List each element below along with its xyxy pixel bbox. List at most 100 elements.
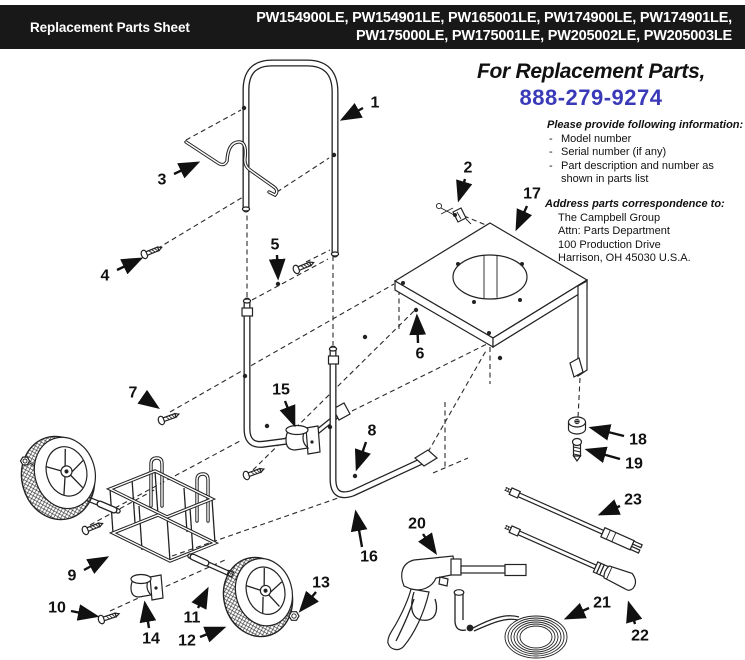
provide-item: - Model number bbox=[549, 132, 632, 145]
part-pin-clip bbox=[435, 202, 472, 225]
part-axle-left bbox=[85, 496, 121, 514]
callout-label: 18 bbox=[629, 432, 647, 449]
callout-3: 3 bbox=[158, 161, 201, 189]
part-wheel-left bbox=[20, 435, 96, 521]
callout-label: 23 bbox=[624, 492, 642, 509]
screw-5 bbox=[291, 257, 316, 276]
callout-label: 19 bbox=[625, 456, 643, 473]
callout-5: 5 bbox=[268, 237, 286, 281]
sheet-title: Replacement Parts Sheet bbox=[30, 19, 190, 35]
part-screw-19 bbox=[571, 437, 583, 463]
screw-4 bbox=[139, 242, 164, 261]
part-clamp-15 bbox=[285, 424, 321, 455]
callout-label: 20 bbox=[408, 516, 426, 533]
callout-arrow bbox=[83, 556, 110, 574]
provide-item: - Part description and number as shown i… bbox=[549, 159, 714, 186]
callout-label: 8 bbox=[368, 423, 377, 440]
part-hose bbox=[453, 589, 568, 659]
callout-17: 17 bbox=[515, 186, 541, 232]
part-wand-23 bbox=[504, 486, 643, 554]
part-nut-left bbox=[19, 456, 31, 466]
callout-19: 19 bbox=[584, 446, 643, 473]
callout-2: 2 bbox=[456, 160, 473, 203]
callout-label: 3 bbox=[158, 172, 167, 189]
callout-arrow bbox=[588, 424, 625, 441]
callout-20: 20 bbox=[408, 516, 437, 555]
callout-label: 21 bbox=[593, 595, 611, 612]
callout-arrow bbox=[597, 499, 621, 516]
callout-18: 18 bbox=[588, 424, 647, 449]
callout-12: 12 bbox=[178, 626, 227, 650]
callout-arrow bbox=[626, 600, 643, 625]
provide-item: - Serial number (if any) bbox=[549, 146, 667, 158]
part-wand-22 bbox=[504, 524, 637, 591]
address-line: The Campbell Group bbox=[558, 211, 661, 224]
assembly-guide-lines bbox=[29, 109, 581, 613]
callout-22: 22 bbox=[626, 600, 649, 645]
callout-label: 6 bbox=[416, 346, 425, 363]
callout-arrow bbox=[139, 600, 157, 629]
callout-arrow bbox=[298, 590, 319, 613]
callout-7: 7 bbox=[129, 385, 160, 410]
address-block: Address parts correspondence to: The Cam… bbox=[545, 198, 745, 266]
callout-arrow bbox=[418, 532, 437, 555]
callout-11: 11 bbox=[184, 586, 209, 627]
model-numbers: PW154900LE, PW154901LE, PW165001LE, PW17… bbox=[248, 9, 745, 45]
callout-1: 1 bbox=[339, 95, 380, 121]
address-line: 100 Production Drive bbox=[558, 238, 661, 251]
part-clamp-14 bbox=[130, 573, 164, 601]
callout-label: 2 bbox=[464, 160, 473, 177]
callout-label: 4 bbox=[101, 268, 110, 285]
callout-label: 10 bbox=[48, 600, 66, 617]
callout-arrow bbox=[116, 257, 144, 275]
callout-label: 17 bbox=[523, 186, 541, 203]
part-spray-gun bbox=[387, 555, 527, 651]
callout-arrow bbox=[199, 626, 227, 643]
callout-16: 16 bbox=[350, 509, 378, 566]
screw-axle bbox=[80, 518, 105, 537]
address-line: Attn: Parts Department bbox=[558, 225, 670, 237]
callout-arrow bbox=[350, 509, 368, 548]
screw-7b bbox=[241, 464, 266, 482]
part-platform bbox=[393, 222, 589, 378]
callout-label: 13 bbox=[312, 575, 330, 592]
callout-9: 9 bbox=[68, 556, 110, 585]
replacement-parts-heading: For Replacement Parts, bbox=[477, 60, 705, 83]
part-handle bbox=[241, 59, 340, 258]
callout-arrow bbox=[279, 400, 296, 428]
callout-arrow bbox=[409, 313, 427, 344]
callout-arrow bbox=[354, 441, 371, 472]
callout-23: 23 bbox=[597, 492, 642, 516]
provide-info-block: Please provide following information: - … bbox=[547, 119, 745, 187]
callout-8: 8 bbox=[354, 423, 377, 472]
part-basket bbox=[105, 456, 220, 563]
callout-label: 9 bbox=[68, 568, 77, 585]
callout-6: 6 bbox=[409, 313, 427, 363]
callout-label: 7 bbox=[129, 385, 138, 402]
contact-block: For Replacement Parts, 888-279-9274 bbox=[441, 60, 741, 111]
model-numbers-line1: PW154900LE, PW154901LE, PW165001LE, PW17… bbox=[256, 10, 732, 26]
callout-arrow bbox=[173, 161, 201, 179]
callout-label: 16 bbox=[360, 549, 378, 566]
callout-10: 10 bbox=[48, 600, 100, 621]
callout-arrow bbox=[268, 254, 286, 281]
callout-label: 1 bbox=[371, 95, 380, 112]
provide-info-heading: Please provide following information: bbox=[547, 119, 744, 131]
hole-marker-dots bbox=[241, 105, 503, 479]
callout-14: 14 bbox=[139, 600, 160, 648]
callout-arrow bbox=[70, 604, 100, 621]
bullet-dash: - bbox=[549, 146, 553, 158]
callout-arrow bbox=[456, 178, 473, 203]
callout-label: 12 bbox=[178, 633, 196, 650]
callout-arrow bbox=[191, 586, 209, 610]
callout-label: 5 bbox=[271, 237, 280, 254]
callout-arrow bbox=[137, 389, 160, 410]
part-axle-right bbox=[187, 553, 235, 578]
part-wheel-right bbox=[222, 556, 294, 638]
part-cap-18 bbox=[567, 416, 587, 435]
part-hook bbox=[184, 140, 279, 198]
callout-arrow bbox=[339, 102, 364, 121]
callout-13: 13 bbox=[298, 575, 330, 613]
